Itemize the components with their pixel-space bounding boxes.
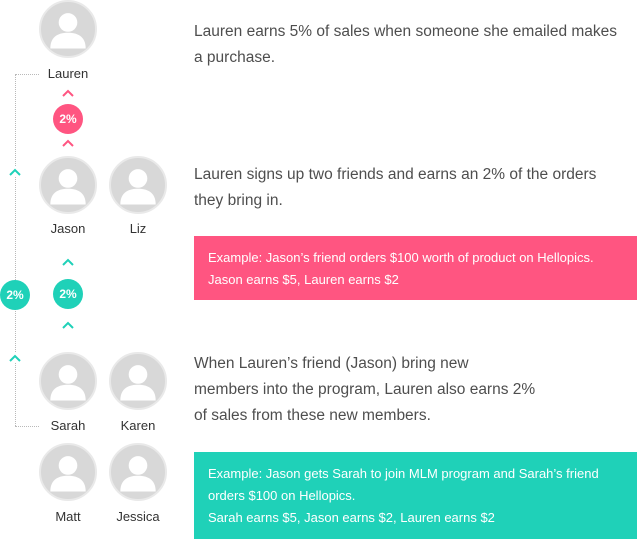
chevron-up-icon: [8, 353, 22, 363]
name-sarah: Sarah: [50, 418, 86, 433]
example-pink-line1: Example: Jason’s friend orders $100 wort…: [208, 250, 594, 265]
chevron-up-icon: [61, 257, 75, 267]
name-jessica: Jessica: [116, 509, 160, 524]
example-pink-line2: Jason earns $5, Lauren earns $2: [208, 272, 399, 287]
description-level3-line3: of sales from these new members.: [194, 407, 431, 424]
description-level1: Lauren earns 5% of sales when someone sh…: [194, 23, 618, 66]
example-teal-line1: Example: Jason gets Sarah to join MLM pr…: [208, 466, 599, 481]
avatar-matt: [39, 443, 97, 501]
name-liz: Liz: [129, 221, 147, 236]
chevron-up-icon: [8, 167, 22, 177]
connector-line-sarah: [15, 426, 39, 427]
name-karen: Karen: [120, 418, 156, 433]
user-silhouette-icon: [50, 365, 86, 401]
example-box-pink: Example: Jason’s friend orders $100 wort…: [194, 236, 637, 300]
user-silhouette-icon: [50, 456, 86, 492]
description-level2: Lauren signs up two friends and earns an…: [194, 166, 597, 209]
rate-badge-side: 2%: [0, 280, 30, 310]
example-teal-line3: Sarah earns $5, Jason earns $2, Lauren e…: [208, 510, 495, 525]
user-silhouette-icon: [50, 169, 86, 205]
user-silhouette-icon: [50, 13, 86, 49]
description-level3: When Lauren’s friend (Jason) bring new m…: [194, 351, 624, 429]
avatar-jessica: [109, 443, 167, 501]
example-teal-line2: orders $100 on Hellopics.: [208, 488, 356, 503]
description-level3-line2: members into the program, Lauren also ea…: [194, 381, 536, 398]
chevron-up-icon: [61, 88, 75, 98]
rate-badge-lauren: 2%: [53, 104, 83, 134]
avatar-lauren: [39, 0, 97, 58]
name-jason: Jason: [50, 221, 86, 236]
avatar-karen: [109, 352, 167, 410]
avatar-sarah: [39, 352, 97, 410]
name-matt: Matt: [55, 509, 81, 524]
rate-badge-jason: 2%: [53, 279, 83, 309]
user-silhouette-icon: [120, 365, 156, 401]
user-silhouette-icon: [120, 169, 156, 205]
avatar-liz: [109, 156, 167, 214]
name-lauren: Lauren: [47, 66, 89, 81]
user-silhouette-icon: [120, 456, 156, 492]
chevron-up-icon: [61, 138, 75, 148]
example-box-teal: Example: Jason gets Sarah to join MLM pr…: [194, 452, 637, 539]
chevron-up-icon: [61, 320, 75, 330]
connector-line-left: [15, 74, 16, 426]
connector-line-lauren: [15, 74, 39, 75]
avatar-jason: [39, 156, 97, 214]
description-level3-line1: When Lauren’s friend (Jason) bring new: [194, 355, 469, 372]
